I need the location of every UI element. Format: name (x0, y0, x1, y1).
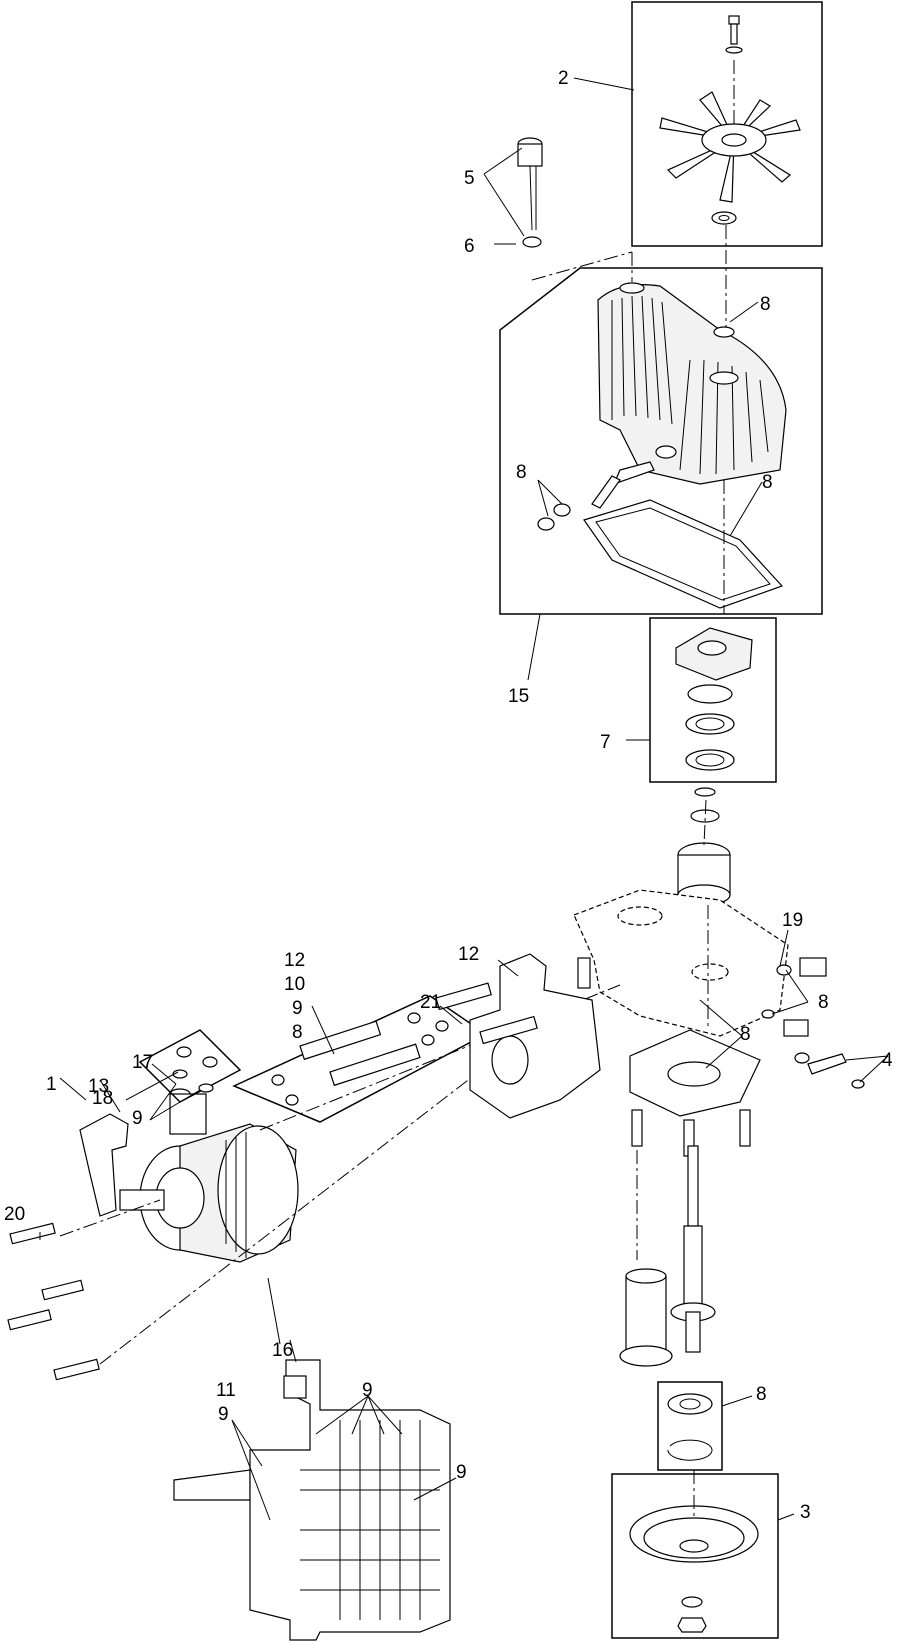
callout-8-kit: 8 (292, 1022, 303, 1043)
callout-15: 15 (508, 686, 529, 707)
callout-8-washers: 8 (516, 462, 527, 483)
fitting-kit (138, 1029, 242, 1103)
callout-7: 7 (600, 732, 611, 753)
bearing-box (657, 1381, 723, 1471)
callout-20: 20 (4, 1204, 25, 1225)
callout-9-cutaway-top: 9 (362, 1380, 373, 1401)
callout-3: 3 (800, 1502, 811, 1523)
callout-13: 13 (88, 1076, 109, 1097)
callout-2: 2 (558, 68, 569, 89)
drive-shaft (619, 1145, 716, 1367)
callout-labels: 2 5 6 8 8 8 15 7 19 8 8 4 12 10 9 8 12 2… (4, 68, 893, 1523)
dipstick-part (517, 137, 543, 248)
end-cap (435, 953, 601, 1119)
leader-lines (39, 77, 889, 1521)
pulley-assembly (611, 1470, 779, 1639)
callout-9-fittings: 9 (132, 1108, 143, 1129)
callout-8-gasket: 8 (762, 472, 773, 493)
callout-16: 16 (272, 1340, 293, 1361)
bearing-assembly (649, 617, 777, 783)
callout-5: 5 (464, 168, 475, 189)
callout-12-cap: 12 (458, 944, 479, 965)
callout-12-kit: 12 (284, 950, 305, 971)
center-block (573, 787, 789, 1117)
callout-18: 18 (92, 1088, 113, 1109)
bolts-20 (7, 984, 621, 1381)
callout-8-valves: 8 (818, 992, 829, 1013)
callout-11: 11 (216, 1380, 236, 1401)
cutaway-view (173, 1359, 451, 1641)
valve-parts (761, 957, 865, 1089)
housing-assembly (499, 251, 823, 615)
motor-assembly (79, 1088, 299, 1263)
callout-4: 4 (882, 1050, 893, 1071)
callout-21: 21 (420, 992, 441, 1013)
callout-9-cutaway-left: 9 (218, 1404, 229, 1425)
callout-1: 1 (46, 1074, 57, 1095)
callout-9-cutaway-right: 9 (456, 1462, 467, 1483)
bolts-center (577, 957, 751, 1260)
fan-assembly (631, 1, 823, 330)
callout-9-kit: 9 (292, 998, 303, 1019)
seal-kit (232, 995, 488, 1123)
callout-17: 17 (132, 1052, 153, 1073)
callout-8-bearing: 8 (756, 1384, 767, 1405)
callout-8-center: 8 (740, 1024, 751, 1045)
callout-10: 10 (284, 974, 305, 995)
callout-19: 19 (782, 910, 803, 931)
callout-6: 6 (464, 236, 475, 257)
callout-8-housing-top: 8 (760, 294, 771, 315)
